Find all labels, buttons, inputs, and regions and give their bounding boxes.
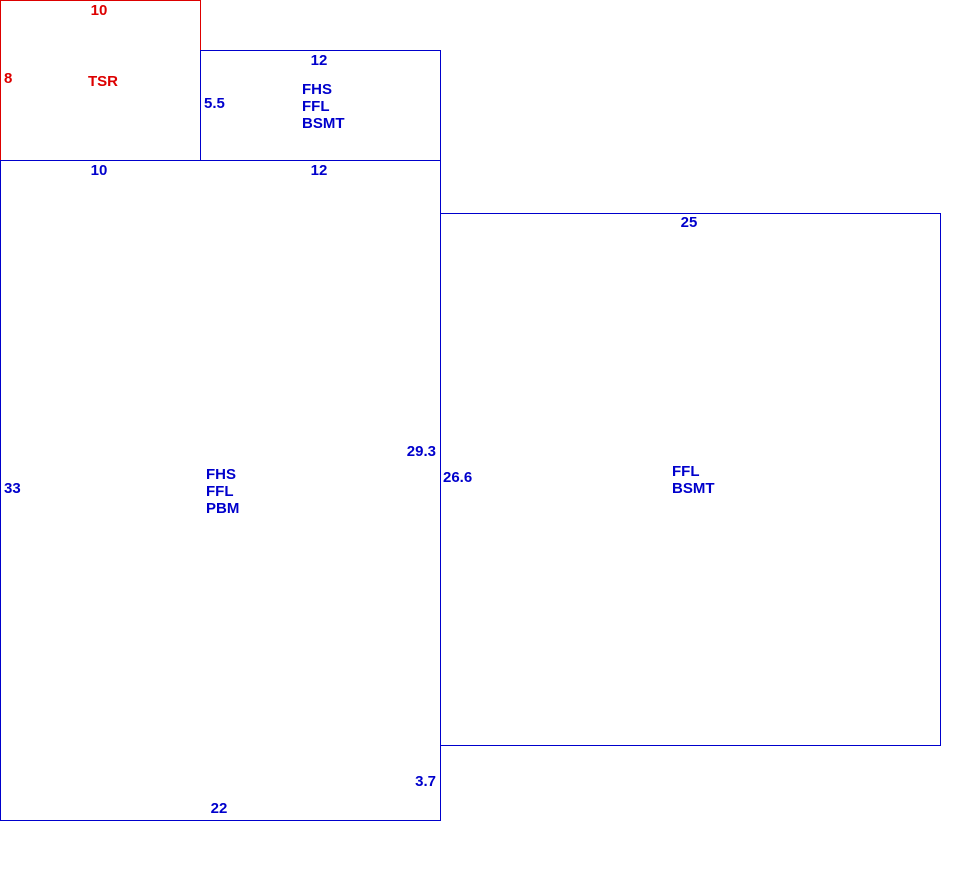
east-section xyxy=(440,213,941,746)
main-top-dimension: 10 xyxy=(90,162,108,179)
upper-top-dimension: 12 xyxy=(310,52,328,69)
main-right-lower-dimension: 3.7 xyxy=(415,773,436,790)
east-code-1: FFL xyxy=(672,463,700,480)
main-right-upper-dimension: 29.3 xyxy=(406,443,436,460)
tsr-top-dimension: 10 xyxy=(90,2,108,19)
main-code-3: PBM xyxy=(206,500,240,517)
east-code-2: BSMT xyxy=(672,480,715,497)
upper-code-2: FFL xyxy=(302,98,330,115)
east-code-list: FFL BSMT xyxy=(672,463,715,497)
main-left-dimension: 33 xyxy=(4,480,21,497)
upper-side-dimension: 5.5 xyxy=(204,95,225,112)
upper-code-list: FHS FFL BSMT xyxy=(302,81,345,132)
upper-code-1: FHS xyxy=(302,81,332,98)
main-code-2: FFL xyxy=(206,483,234,500)
upper-bottom-dimension: 12 xyxy=(310,162,328,179)
upper-code-3: BSMT xyxy=(302,115,345,132)
main-code-list: FHS FFL PBM xyxy=(206,466,239,517)
east-left-dimension: 26.6 xyxy=(443,469,473,486)
tsr-code-label: TSR xyxy=(88,73,118,90)
main-bottom-dimension: 22 xyxy=(210,800,228,817)
tsr-side-dimension: 8 xyxy=(4,70,13,87)
east-top-dimension: 25 xyxy=(680,214,698,231)
main-code-1: FHS xyxy=(206,466,236,483)
